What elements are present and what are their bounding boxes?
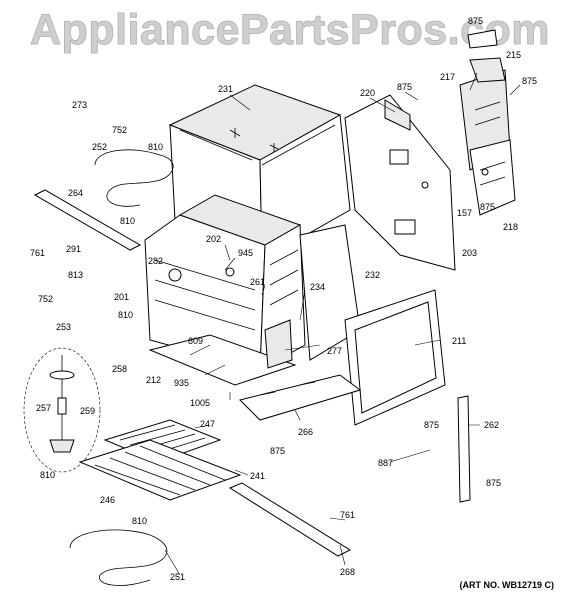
callout-label: 231 [218,84,233,94]
callout-label: 761 [340,510,355,520]
callout-label: 261 [250,277,265,287]
callout-label: 247 [200,419,215,429]
callout-label: 810 [40,470,55,480]
callout-label: 935 [174,378,189,388]
watermark: AppliancePartsPros.com [29,6,551,55]
leader-lines [164,72,521,576]
callout-label: 810 [120,216,135,226]
callout-label: 258 [112,364,127,374]
callout-label: 887 [378,458,393,468]
strip-262 [457,395,471,503]
callout-label: 761 [30,248,45,258]
convection-fan [23,347,101,473]
callout-label: 202 [206,234,221,244]
callout-label: 813 [68,270,83,280]
callout-label: 253 [56,322,71,332]
callout-label: 945 [238,248,253,258]
oven-rack [78,439,242,501]
callout-label: 875 [424,420,439,430]
callout-label: 217 [440,72,455,82]
callout-label: 273 [72,100,87,110]
rear-panel [344,94,456,271]
bake-element [69,529,168,586]
callout-labels: 875 215 875 217 273 752 231 220 875 252 … [30,16,537,582]
door-frame [344,289,446,426]
callout-label: 212 [146,375,161,385]
callout-label: 220 [360,88,375,98]
callout-label: 201 [114,292,129,302]
callout-label: 282 [148,256,163,266]
callout-label: 1005 [190,398,210,408]
callout-label: 810 [118,310,133,320]
callout-label: 259 [80,406,95,416]
callout-label: 211 [452,336,466,346]
callout-label: 277 [327,346,342,356]
callout-label: 875 [480,202,495,212]
callout-label: 252 [92,142,107,152]
callout-label: 875 [522,76,537,86]
callout-label: 752 [38,294,53,304]
callout-label: 257 [36,403,51,413]
rod-264 [33,189,142,251]
callout-label: 875 [486,478,501,488]
callout-label: 232 [365,270,380,280]
callout-label: 809 [188,336,203,346]
callout-label: 246 [100,495,115,505]
callout-label: 875 [397,82,412,92]
callout-label: 264 [68,188,83,198]
callout-label: 266 [298,427,313,437]
callout-label: 810 [132,516,147,526]
callout-label: 251 [170,572,185,582]
art-number: (ART NO. WB12719 C) [459,580,554,590]
callout-label: 752 [112,125,127,135]
bottom-tray [148,334,362,421]
callout-label: 875 [468,16,483,26]
bracket-215 [467,29,506,83]
control-bracket [459,69,516,216]
vent-assembly [264,319,293,369]
callout-label: 215 [506,50,521,60]
callout-label: 241 [250,471,265,481]
callout-label: 268 [340,567,355,577]
callout-label: 218 [503,222,518,232]
callout-label: 291 [66,244,81,254]
callout-label: 262 [484,420,499,430]
callout-label: 157 [457,208,472,218]
callout-label: 875 [270,446,285,456]
callout-label: 810 [148,142,163,152]
bracket-268 [228,482,352,557]
callout-label: 203 [462,248,477,258]
broil-element [94,149,174,207]
callout-label: 234 [310,282,325,292]
